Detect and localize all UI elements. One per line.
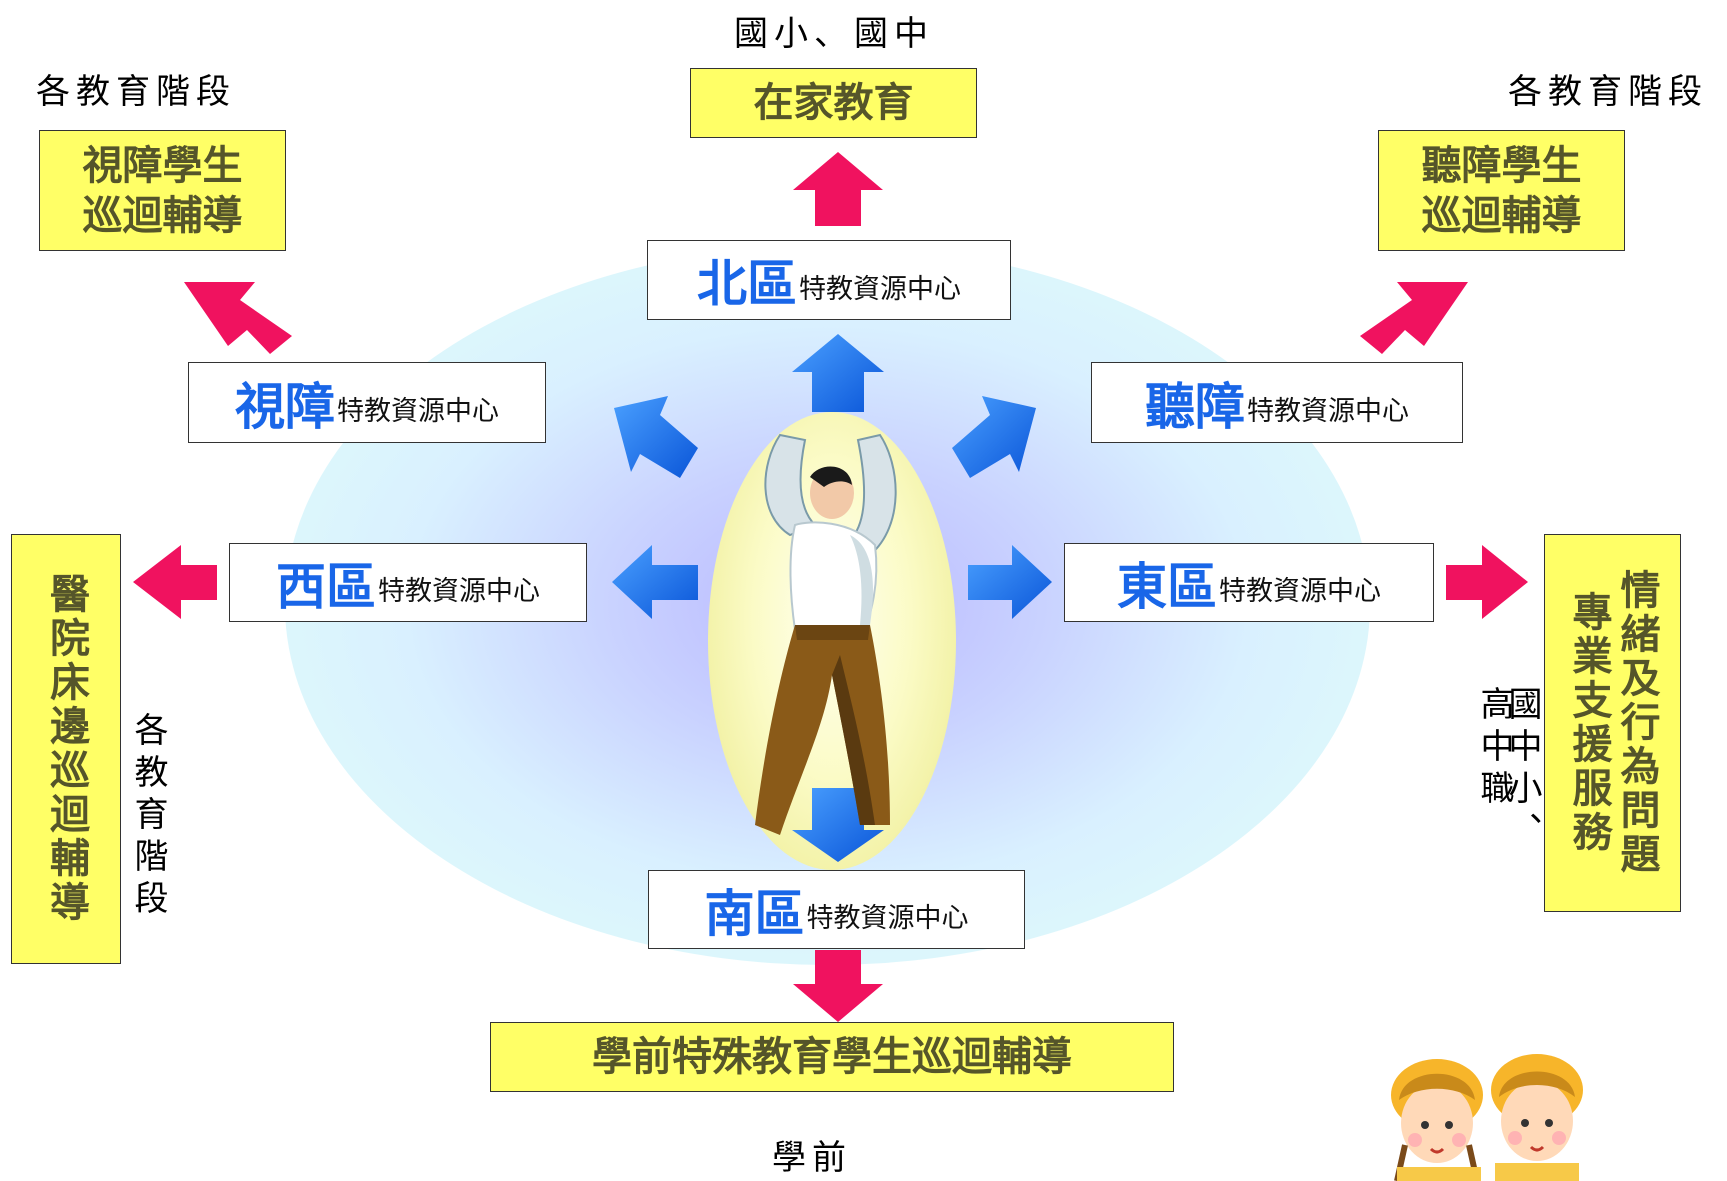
arrow-right-pink-icon [1446,545,1528,619]
box-visual-itinerant-line1: 視障學生 [82,142,243,189]
arrow-left-pink-icon [133,545,217,619]
center-north: 北區 特教資源中心 [647,240,1011,320]
label-northwest-level: 各教育階段 [36,72,236,112]
box-preschool-itinerant: 學前特殊教育學生巡迴輔導 [490,1022,1174,1092]
label-east-level-line2: 高中職 [1474,686,1514,812]
box-hearing-itinerant-line1: 聽障學生 [1421,142,1582,189]
box-visual-itinerant-line2: 巡迴輔導 [82,192,243,239]
box-hospital-itinerant-text: 醫院床邊巡迴輔導 [43,573,89,925]
children-illustration-icon [1391,1054,1583,1181]
label-west-level: 各教育階段 [128,712,168,922]
arrow-up-blue-icon [792,334,884,412]
center-south-name: 南區 [704,884,805,943]
label-northeast-level: 各教育階段 [1508,72,1708,112]
center-north-name: 北區 [697,255,797,313]
arrow-up-pink-icon [793,152,883,226]
center-visual: 視障 特教資源中心 [188,362,546,443]
box-hearing-itinerant-line2: 巡迴輔導 [1421,192,1582,239]
center-west-suffix: 特教資源中心 [378,576,540,607]
box-hospital-itinerant: 醫院床邊巡迴輔導 [11,534,121,964]
arrow-upright-blue-icon [952,396,1036,478]
arrow-upright-pink-icon [1360,282,1468,354]
box-visual-itinerant: 視障學生 巡迴輔導 [39,130,286,251]
box-emotional-support: 專業支援服務 情緒及行為問題 [1544,534,1681,912]
arrow-left-blue-icon [612,545,698,619]
box-preschool-itinerant-text: 學前特殊教育學生巡迴輔導 [592,1034,1072,1080]
arrow-down-pink-icon [793,950,883,1022]
center-visual-suffix: 特教資源中心 [337,396,499,427]
person-figure-icon [755,433,897,835]
center-west: 西區 特教資源中心 [229,543,587,622]
center-hearing: 聽障 特教資源中心 [1091,362,1463,443]
center-east: 東區 特教資源中心 [1064,543,1434,622]
center-visual-name: 視障 [235,377,335,436]
arrow-upleft-pink-icon [184,282,292,354]
center-south-suffix: 特教資源中心 [806,903,969,934]
label-north-level: 國小、國中 [734,14,934,54]
center-north-suffix: 特教資源中心 [799,273,961,305]
center-east-suffix: 特教資源中心 [1219,576,1381,607]
box-emotional-support-col2: 情緒及行為問題 [1613,569,1660,877]
center-south: 南區 特教資源中心 [648,870,1025,949]
arrow-upleft-blue-icon [614,396,698,478]
center-west-name: 西區 [276,557,376,616]
label-east-level-line1: 國中小、 [1502,686,1542,854]
center-east-name: 東區 [1117,557,1217,616]
box-hearing-itinerant: 聽障學生 巡迴輔導 [1378,130,1625,251]
box-home-education: 在家教育 [690,68,977,138]
center-hearing-suffix: 特教資源中心 [1247,396,1409,427]
arrow-right-blue-icon [968,545,1052,619]
label-south-level: 學前 [772,1138,852,1178]
center-hearing-name: 聽障 [1145,377,1245,436]
box-emotional-support-col1: 專業支援服務 [1565,591,1612,855]
box-home-education-text: 在家教育 [753,80,914,126]
